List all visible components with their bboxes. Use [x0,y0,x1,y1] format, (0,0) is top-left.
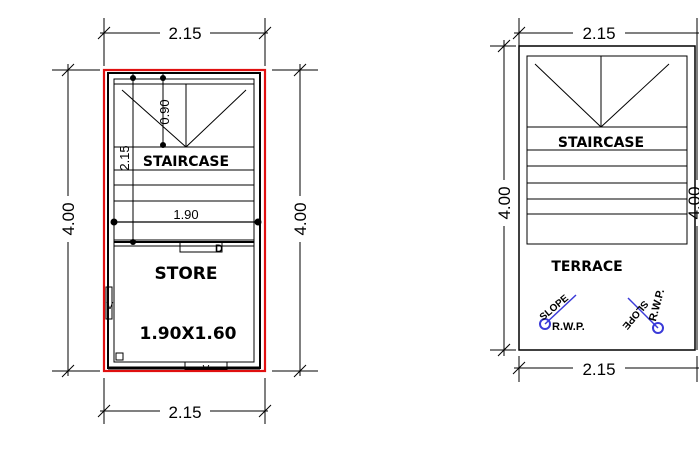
left-store: D STORE 1.90X1.60 V V [105,241,254,375]
left-top-dimension: 2.15 [97,18,272,66]
left-store-label: STORE [155,264,218,284]
left-door-tag: D [215,243,223,255]
left-landing-dim: 0.90 [157,99,172,124]
right-left-dim-text: 4.00 [495,186,514,219]
right-terrace: TERRACE R.W.P. SLOPE R.W.P. SLOPE [538,259,667,334]
right-staircase-label: STAIRCASE [558,135,644,151]
right-staircase: STAIRCASE [527,56,687,215]
slope-left-label: SLOPE [538,293,571,323]
dim-node [160,75,166,81]
rwp-left-icon [539,318,551,330]
right-terrace-label: TERRACE [551,259,622,275]
left-width-dim: 1.90 [173,207,198,222]
left-vent-bottom: V [203,364,210,375]
rwp-left: R.W.P. SLOPE [538,293,585,333]
left-left-dim-text: 4.00 [59,202,78,235]
rwp-right: R.W.P. SLOPE [620,288,667,334]
left-bottom-dimension: 2.15 [97,378,272,424]
right-bottom-dim-text: 2.15 [582,360,615,379]
dim-node [160,142,166,148]
left-left-dimension: 4.00 [52,63,100,378]
left-store-size: 1.90X1.60 [140,324,237,344]
left-inner-dimensions: 2.15 0.90 1.90 [110,73,262,245]
left-staircase-label: STAIRCASE [143,154,229,170]
right-bottom-dimension: 2.15 [512,356,699,382]
dim-node [254,218,262,226]
rwp-right-icon [652,322,664,334]
rwp-left-label: R.W.P. [552,321,585,333]
left-plan-highlight [102,68,267,373]
left-vent-left: V [107,301,114,312]
left-right-dimension: 4.00 [272,63,318,378]
right-plan: 2.15 2.15 4.00 4.00 [490,18,699,382]
left-inner-vertical-dim: 2.15 [117,145,132,170]
left-bottom-dim-text: 2.15 [168,403,201,422]
right-top-dimension: 2.15 [512,18,699,48]
left-right-dim-text: 4.00 [291,202,310,235]
dim-node [110,218,118,226]
left-top-dim-text: 2.15 [168,24,201,43]
right-walls [518,45,696,351]
left-plan: 2.15 2.15 4.00 [52,18,318,424]
right-left-dimension: 4.00 [490,39,516,357]
right-top-dim-text: 2.15 [582,24,615,43]
dim-node [130,75,136,81]
